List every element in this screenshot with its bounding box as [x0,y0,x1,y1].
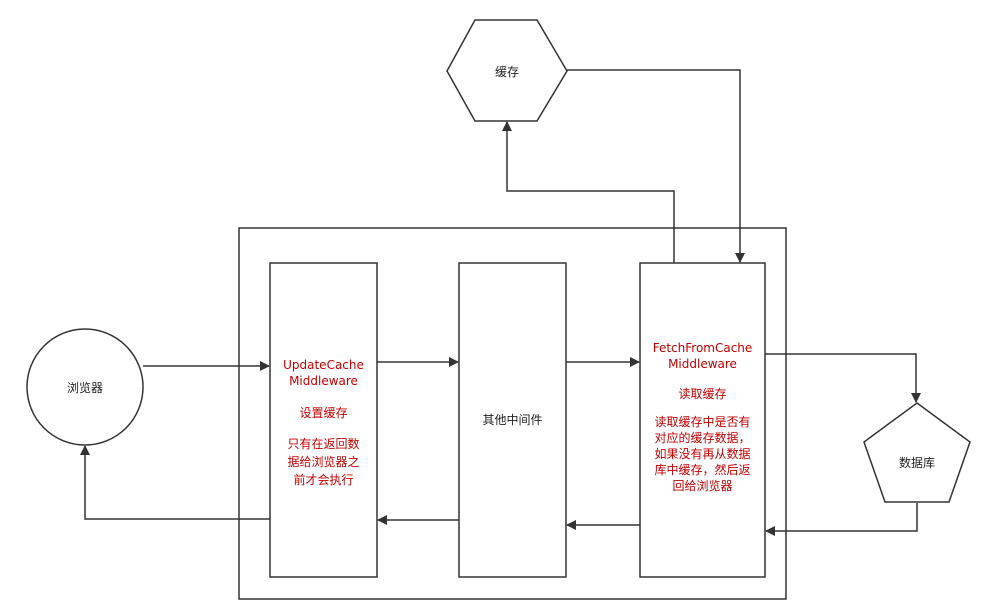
arrow-database-to-fetch [765,503,918,536]
database-pentagon [863,402,971,503]
other-middleware-box [458,262,567,578]
cache-label: 缓存 [494,65,519,79]
update-cache-title-line2: Middleware [289,374,358,388]
update-cache-subtitle: 设置缓存 [299,406,348,420]
cache-hexagon [446,19,568,122]
update-cache-desc-line1: 只有在返回数 [287,437,360,451]
fetch-cache-desc-line1: 读取缓存中是否有 [654,415,751,429]
middleware-container [238,227,787,600]
fetch-cache-desc-line4: 库中缓存，然后返 [654,463,751,477]
update-cache-desc-line2: 据给浏览器之 [287,455,360,469]
fetch-cache-subtitle: 读取缓存 [678,387,727,401]
fetch-cache-text: FetchFromCache Middleware 读取缓存 读取缓存中是否有 … [640,340,765,494]
update-cache-title-line1: UpdateCache [283,358,364,372]
arrow-cache-to-fetch [567,69,745,263]
other-middleware-text: 其他中间件 [482,413,543,427]
update-cache-text: UpdateCache Middleware 设置缓存 只有在返回数 据给浏览器… [270,357,377,489]
browser-label: 浏览器 [66,381,103,395]
arrow-update-to-browser [80,445,270,520]
fetch-cache-desc-line3: 如果没有再从数据 [654,447,751,461]
fetch-cache-title-line2: Middleware [668,357,737,371]
fetch-cache-title-line1: FetchFromCache [652,341,753,355]
fetch-cache-desc-line2: 对应的缓存数据， [654,431,751,445]
update-cache-middleware-box [269,262,378,578]
fetch-cache-desc-line5: 回给浏览器 [672,479,733,493]
fetch-cache-middleware-box [639,262,766,578]
database-label: 数据库 [898,456,935,470]
arrow-fetch-to-cache [502,121,675,263]
update-cache-desc-line3: 前才会执行 [293,473,354,487]
arrow-fetch-to-database [765,353,921,403]
